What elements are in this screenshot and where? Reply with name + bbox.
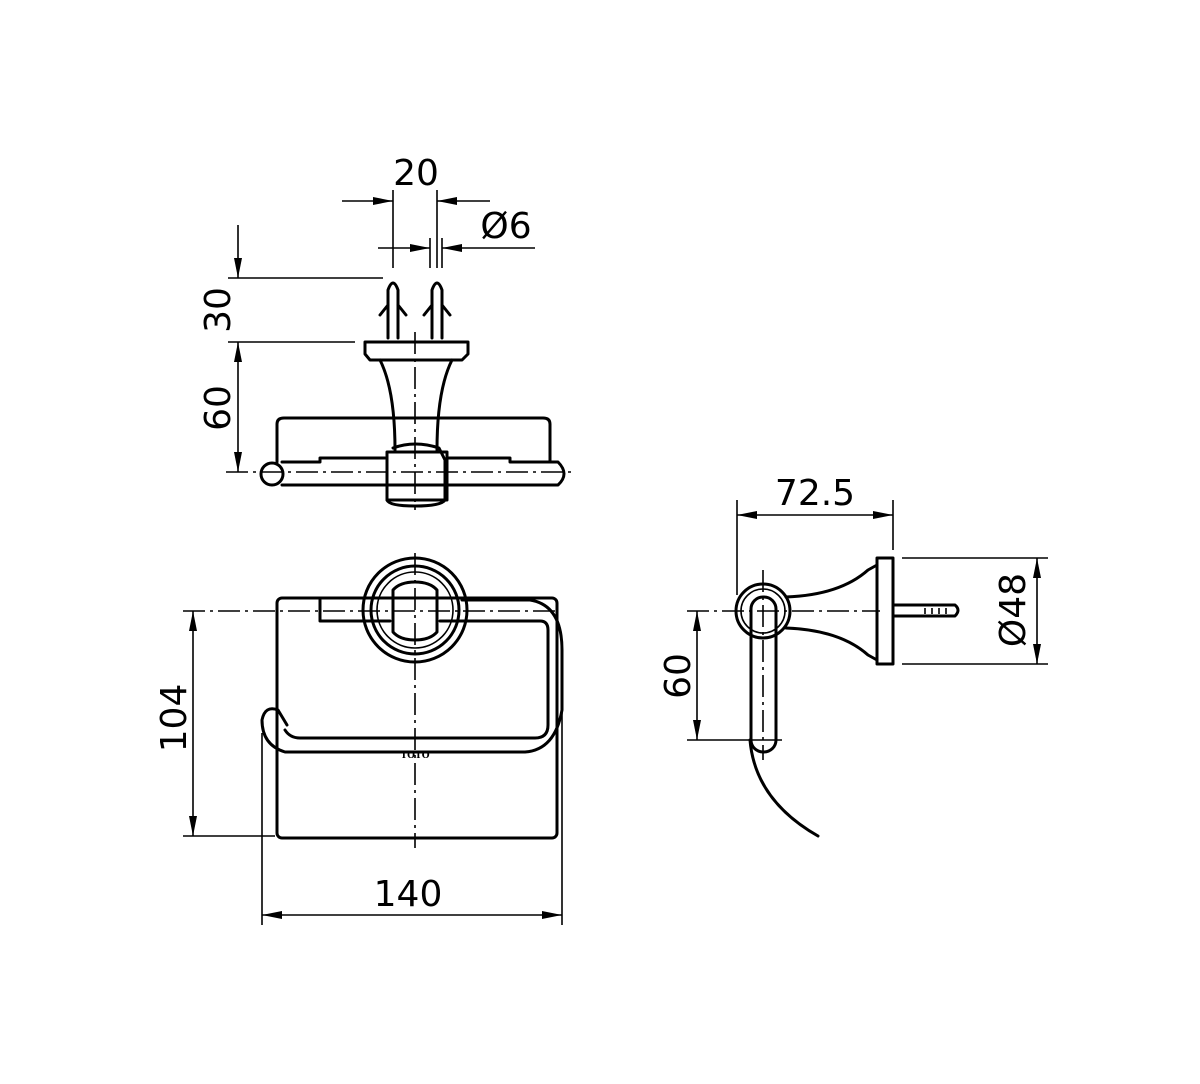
side-view: 72.5 Ø48 60 (658, 473, 1048, 838)
dim-width: 140 (374, 874, 443, 915)
dim-height: 104 (154, 684, 195, 753)
front-view: TOTO 104 140 (154, 553, 564, 925)
top-view: 20 Ø6 30 60 (198, 153, 575, 510)
dim-flange-diameter: Ø48 (993, 573, 1034, 647)
dim-depth: 60 (198, 385, 239, 431)
wall-anchor-icon (378, 281, 452, 340)
dim-anchor-spacing: 20 (393, 153, 439, 194)
dim-anchor-length: 30 (198, 287, 239, 333)
dim-bar-drop: 60 (658, 653, 699, 699)
dim-anchor-diameter: Ø6 (480, 206, 531, 247)
dim-projection: 72.5 (775, 473, 855, 514)
